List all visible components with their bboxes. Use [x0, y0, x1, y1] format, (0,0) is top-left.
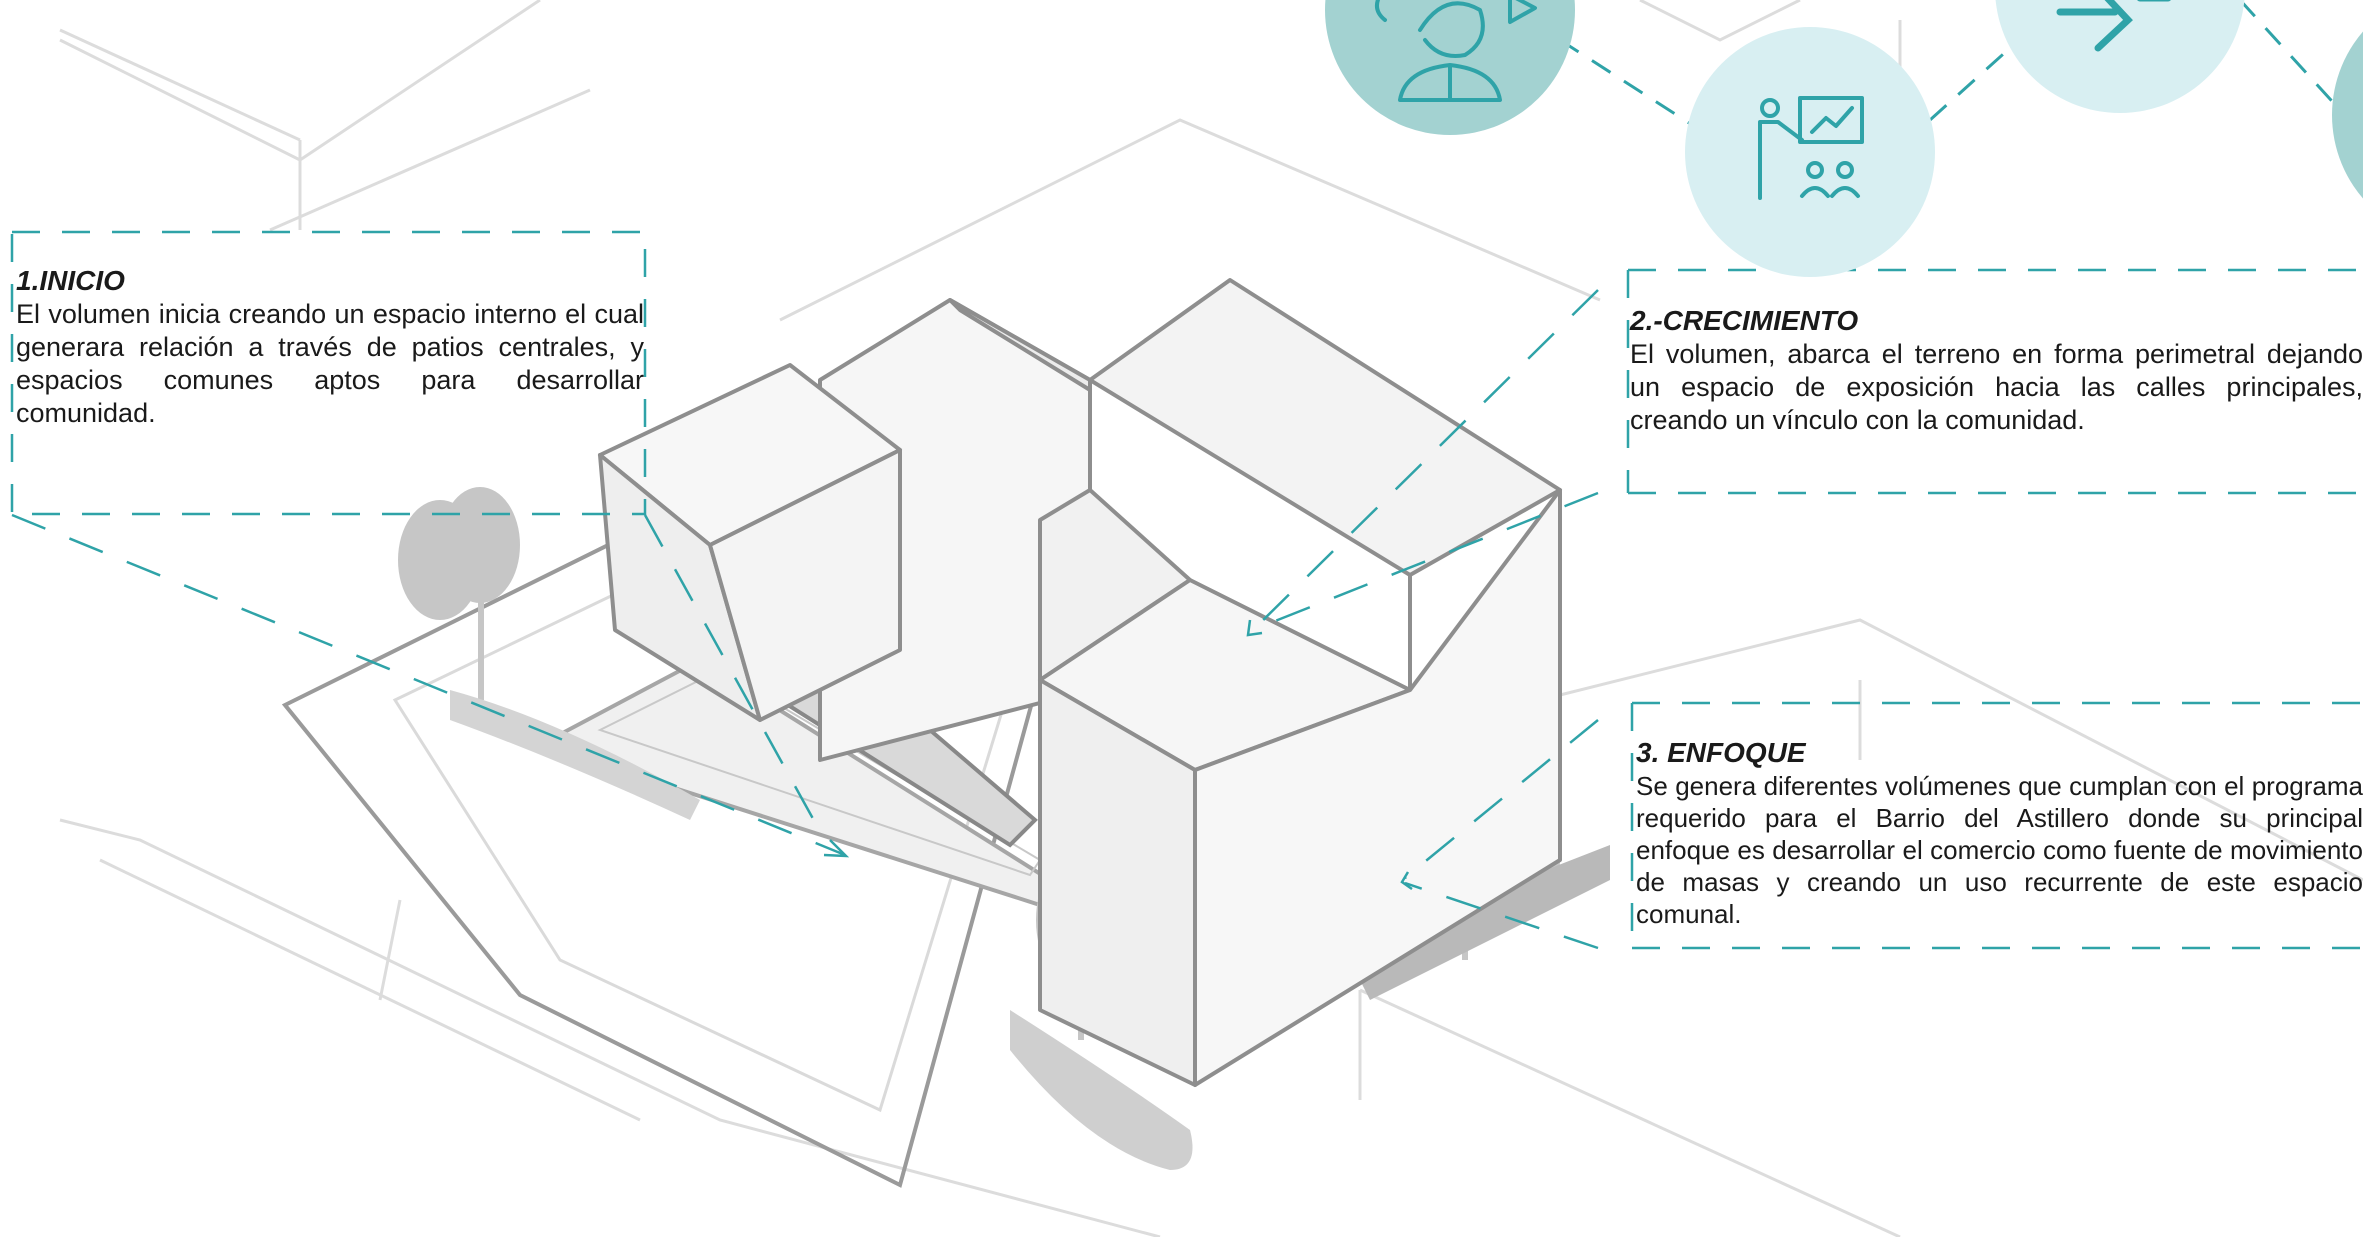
callout-enfoque-title: 3. ENFOQUE [1636, 737, 1806, 768]
partial-circle-icon-circle [2332, 31, 2363, 199]
callout-inicio-title: 1.INICIO [16, 265, 125, 296]
callout-crecimiento-title: 2.-CRECIMIENTO [1630, 305, 1859, 336]
callout-frames [10, 230, 2363, 950]
context-site-lines [59, 0, 2363, 1237]
presentation-icon [1758, 96, 1864, 200]
presentation-icon-circle [1685, 27, 1935, 277]
growth-arrow-icon-circle [1995, 0, 2245, 113]
growth-arrow-icon [2056, 0, 2171, 52]
leader-lines [11, 289, 1599, 950]
callout-inicio: 1.INICIO El volumen inicia creando un es… [16, 264, 644, 430]
building-volumes [598, 278, 1562, 1087]
callout-enfoque: 3. ENFOQUE Se genera diferentes volúmene… [1636, 736, 2363, 930]
callout-enfoque-text: Se genera diferentes volúmenes que cumpl… [1636, 771, 2363, 929]
icon-connectors [1559, 0, 2342, 132]
callout-inicio-text: El volumen inicia creando un espacio int… [16, 299, 644, 428]
callout-crecimiento: 2.-CRECIMIENTO El volumen, abarca el ter… [1630, 304, 2363, 437]
callout-crecimiento-text: El volumen, abarca el terreno en forma p… [1630, 339, 2363, 435]
person-speaking-icon [1374, 0, 1537, 102]
leader-arrowheads [823, 619, 1413, 891]
